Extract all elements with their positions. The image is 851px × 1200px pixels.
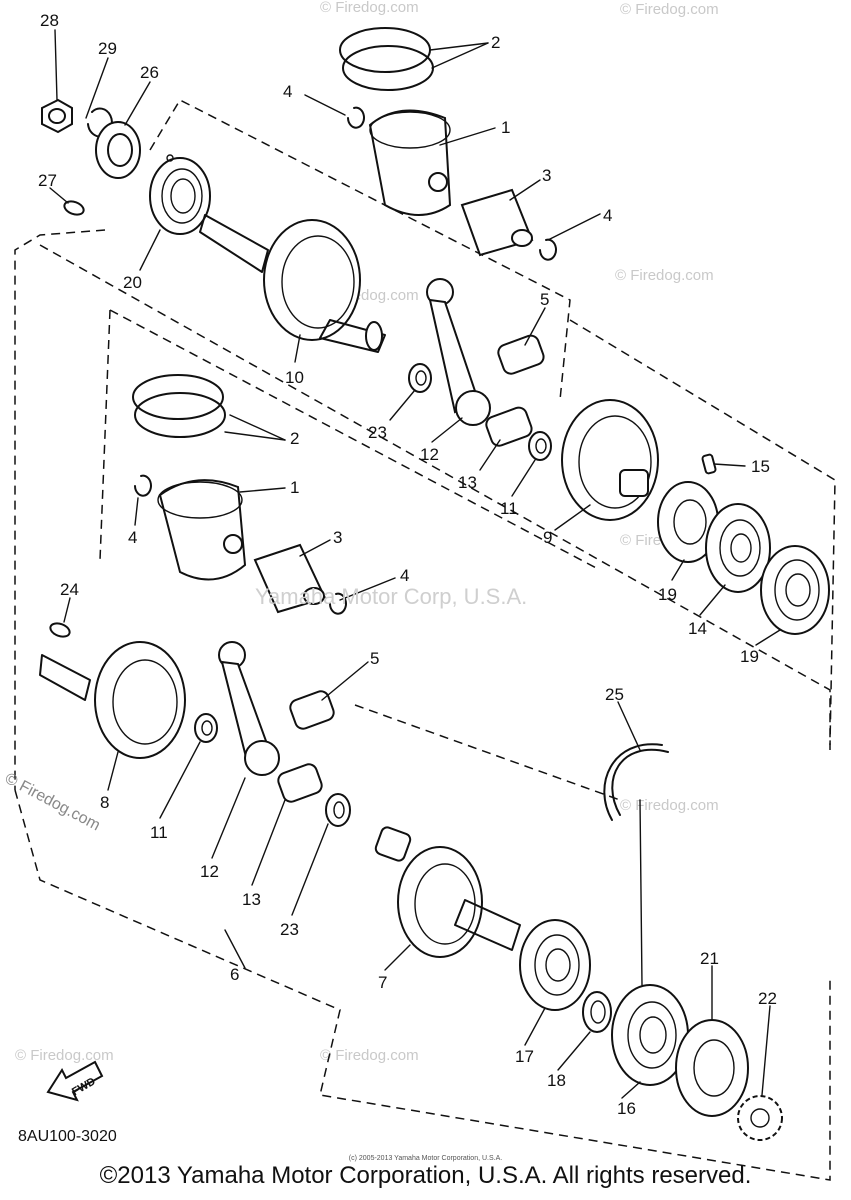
labyrinth-seal-part-14	[705, 503, 771, 593]
part-label-17: 17	[515, 1047, 534, 1066]
firedog-watermark: © Firedog.com	[615, 267, 714, 284]
firedog-watermark: © Firedog.com	[620, 797, 719, 814]
copyright-notice: ©2013 Yamaha Motor Corporation, U.S.A. A…	[99, 1162, 752, 1189]
circlip-part-4-lower-b	[329, 592, 347, 615]
part-label-26: 26	[140, 63, 159, 82]
part-label-27: 27	[38, 171, 57, 190]
firedog-watermark: © Firedog.com	[15, 1047, 114, 1064]
circlip-part-4-lower-a	[134, 474, 152, 497]
piston-ring-part-2-upper	[339, 27, 434, 91]
part-label-10: 10	[285, 368, 304, 387]
part-label-29: 29	[98, 39, 117, 58]
washer-part-18	[582, 991, 612, 1033]
part-label-13-lower: 13	[242, 890, 261, 909]
part-label-2-upper: 2	[491, 33, 500, 52]
part-label-19-b: 19	[740, 647, 759, 666]
firedog-watermark: © Firedog.com	[320, 1047, 419, 1064]
connecting-rod-part-12-upper	[426, 278, 491, 426]
part-label-11-lower: 11	[150, 823, 168, 842]
crankshaft-half-part-7	[374, 826, 521, 958]
part-label-6: 6	[230, 965, 239, 984]
part-label-18: 18	[547, 1071, 566, 1090]
washer-part-11-lower	[194, 713, 218, 743]
part-label-1-lower: 1	[290, 478, 299, 497]
part-label-22: 22	[758, 989, 777, 1008]
part-label-12-lower: 12	[200, 862, 219, 881]
circlip-part-4-upper-b	[539, 238, 557, 261]
sprocket-part-22	[737, 1095, 783, 1141]
part-label-15: 15	[751, 457, 770, 476]
part-label-16: 16	[617, 1099, 636, 1118]
part-label-4-lower-b: 4	[400, 566, 409, 585]
part-label-21: 21	[700, 949, 719, 968]
pin-part-15	[701, 453, 717, 475]
part-label-7: 7	[378, 973, 387, 992]
key-part-27	[63, 200, 85, 216]
part-label-11-upper: 11	[500, 499, 518, 518]
needle-bearing-part-5-upper	[497, 334, 545, 375]
leader-lines	[49, 29, 781, 1099]
diagram-code: 8AU100-3020	[18, 1128, 117, 1145]
piston-part-1-upper	[368, 109, 452, 216]
washer-part-11-upper	[528, 431, 552, 461]
yamaha-center-watermark: Yamaha Motor Corp, U.S.A.	[255, 584, 528, 609]
piston-pin-part-3-upper	[460, 188, 534, 257]
part-label-23-lower: 23	[280, 920, 299, 939]
part-label-3-lower: 3	[333, 528, 342, 547]
needle-bearing-part-5-lower	[289, 690, 335, 730]
part-label-25: 25	[605, 685, 624, 704]
washer-part-23-upper	[408, 363, 432, 393]
part-label-14: 14	[688, 619, 707, 638]
mini-copyright: (c) 2005-2013 Yamaha Motor Corporation, …	[348, 1155, 503, 1162]
forward-arrow-icon	[46, 1060, 104, 1102]
assembly-outlines	[14, 99, 836, 1181]
oil-seal-part-21	[675, 1019, 749, 1117]
oil-seal-part-26	[95, 121, 141, 179]
part-label-23-upper: 23	[368, 423, 387, 442]
needle-bearing-part-13-lower	[277, 763, 323, 803]
firedog-watermark: © Firedog.com	[620, 1, 719, 18]
part-label-8: 8	[100, 793, 109, 812]
part-label-24: 24	[60, 580, 79, 599]
part-label-19-a: 19	[658, 585, 677, 604]
piston-ring-part-2-lower	[132, 374, 226, 438]
key-part-24	[49, 622, 71, 638]
crankshaft-half-part-10	[199, 214, 386, 353]
circlip-part-4-upper-a	[347, 106, 365, 129]
half-ring-part-25	[603, 743, 669, 821]
part-label-4-upper-b: 4	[603, 206, 612, 225]
washer-part-23-lower	[325, 793, 351, 827]
part-label-1-upper: 1	[501, 118, 510, 137]
part-label-28: 28	[40, 11, 59, 30]
bearing-part-20	[149, 154, 211, 235]
connecting-rod-part-12-lower	[218, 641, 280, 776]
part-label-20: 20	[123, 273, 142, 292]
nut-part-28	[41, 98, 73, 134]
part-label-5-upper: 5	[540, 290, 549, 309]
part-label-12-upper: 12	[420, 445, 439, 464]
piston-pin-part-3-lower	[253, 543, 327, 614]
part-label-9: 9	[543, 528, 552, 547]
crank-web-part-9	[561, 399, 659, 521]
bearing-part-17	[519, 919, 591, 1011]
part-labels: 28 29 26 27 20 10 2 4 1 3 4 5 23 12 13 1…	[38, 11, 777, 1118]
part-label-13-upper: 13	[458, 473, 477, 492]
crank-web-part-8	[39, 641, 186, 759]
part-label-4-upper-a: 4	[283, 82, 292, 101]
bearing-part-16	[611, 984, 689, 1086]
bearing-part-19-b	[760, 545, 830, 635]
needle-bearing-part-13-upper	[485, 406, 533, 447]
part-label-2-lower: 2	[290, 429, 299, 448]
firedog-watermark: © Firedog.com	[320, 0, 419, 16]
part-label-5-lower: 5	[370, 649, 379, 668]
part-label-4-lower-a: 4	[128, 528, 137, 547]
part-label-3-upper: 3	[542, 166, 551, 185]
piston-part-1-lower	[157, 479, 247, 581]
